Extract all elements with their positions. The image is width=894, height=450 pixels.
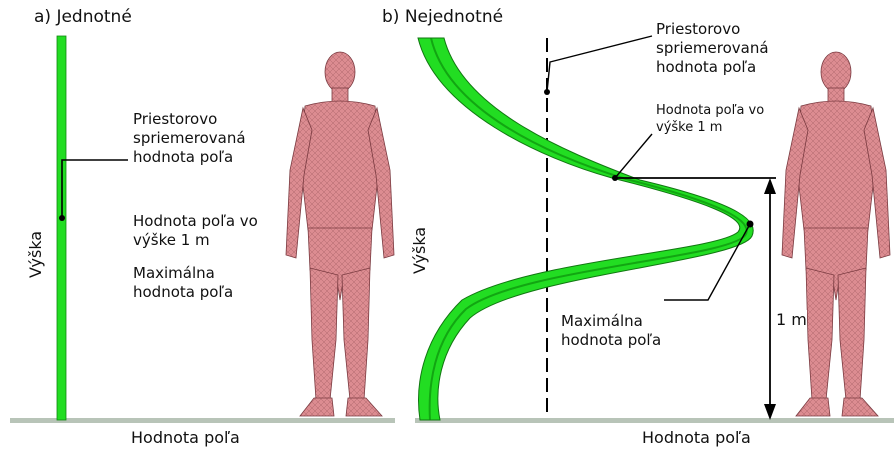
ground-line-b — [415, 418, 894, 423]
human-figure-b — [782, 52, 890, 416]
panel-a-x-axis-label: Hodnota poľa — [131, 428, 240, 447]
one-meter-label: 1 m — [776, 310, 807, 329]
uniform-field-band — [57, 36, 66, 420]
field-at-1m-leader-b — [615, 134, 652, 178]
spatial-avg-leader-b — [547, 36, 652, 92]
panel-a-spatial-avg-label: Priestorovo spriemerovaná hodnota poľa — [133, 110, 246, 167]
panel-b-title: b) Nejednotné — [382, 8, 503, 27]
panel-a-y-axis-label: Výška — [26, 231, 45, 278]
panel-a-title: a) Jednotné — [34, 8, 132, 27]
panel-b-field-at-1m-label: Hodnota poľa vo výške 1 m — [656, 102, 764, 136]
panel-b-max-field-label: Maximálna hodnota poľa — [561, 312, 661, 350]
panel-a-field-at-1m-label: Hodnota poľa vo výške 1 m — [133, 212, 258, 250]
ground-line-a — [10, 418, 395, 423]
nonuniform-field-band — [418, 38, 753, 420]
panel-a-max-field-label: Maximálna hodnota poľa — [133, 264, 233, 302]
panel-b-spatial-avg-label: Priestorovo spriemerovaná hodnota poľa — [656, 20, 769, 77]
human-figure-a — [286, 52, 394, 416]
panel-b-x-axis-label: Hodnota poľa — [642, 428, 751, 447]
panel-b-y-axis-label: Výška — [410, 227, 429, 274]
one-meter-arrow-head-bottom — [764, 404, 776, 420]
field-point-a — [59, 215, 65, 221]
one-meter-arrow-head-top — [764, 178, 776, 194]
spatial-avg-point-b — [544, 89, 550, 95]
spatial-avg-leader-a — [62, 160, 128, 218]
